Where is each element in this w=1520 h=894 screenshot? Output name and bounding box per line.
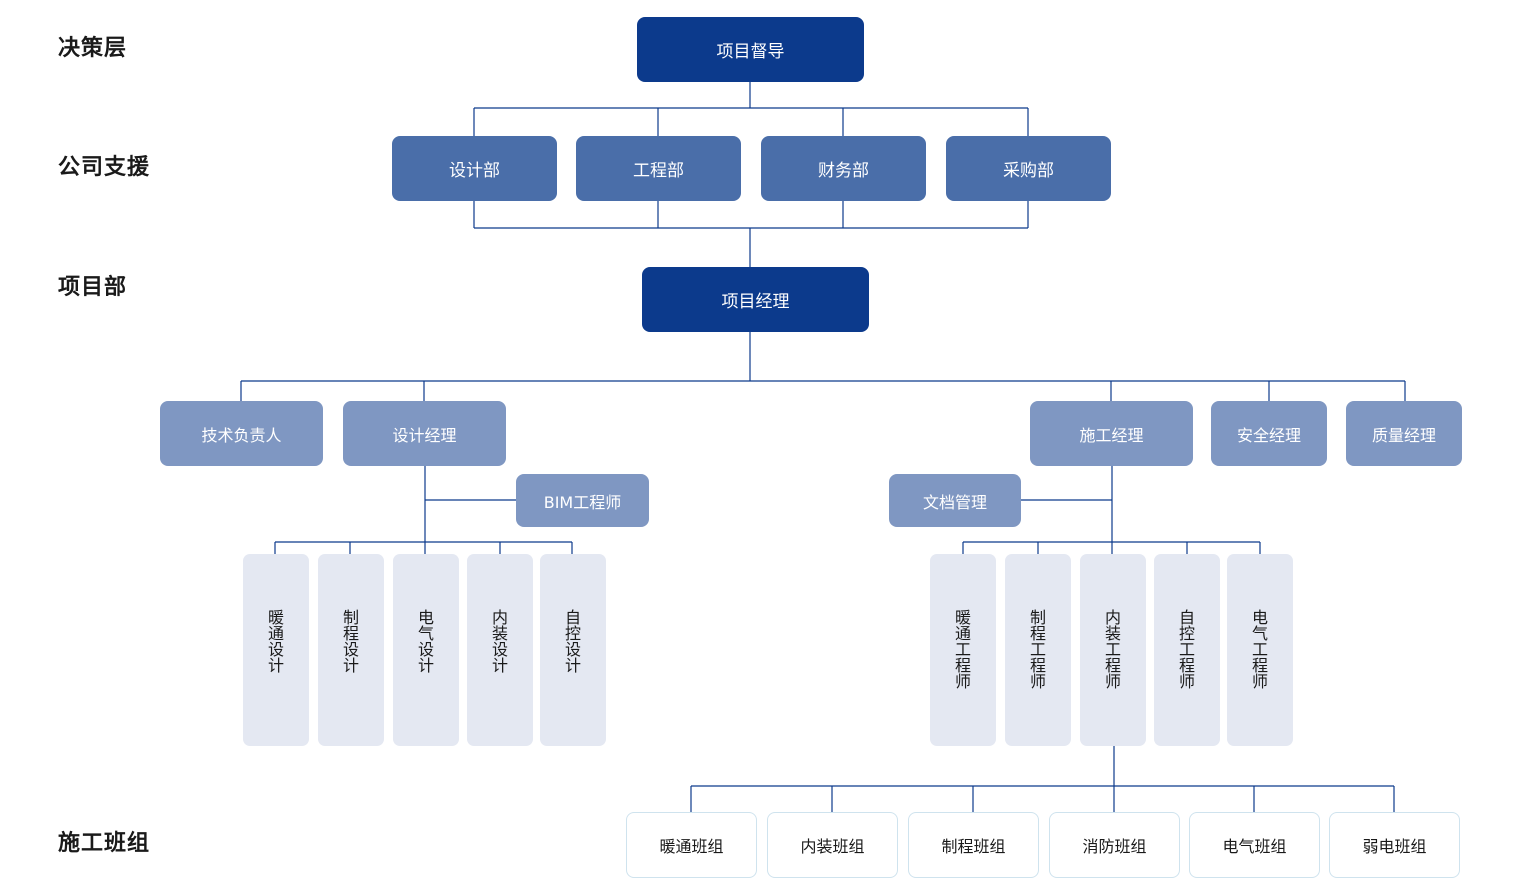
engineer-label: 内装工程师 bbox=[1105, 608, 1122, 691]
design-unit-label: 制程设计 bbox=[343, 608, 360, 675]
engineer-label: 暖通工程师 bbox=[955, 608, 972, 691]
level-label-construction: 施工班组 bbox=[58, 831, 151, 856]
tech-lead-node: 技术负责人 bbox=[160, 401, 323, 466]
design-unit-process: 制程设计 bbox=[318, 554, 384, 746]
team-process-node: 制程班组 bbox=[908, 812, 1039, 878]
safety-manager-node: 安全经理 bbox=[1211, 401, 1327, 466]
team-low-voltage-node: 弱电班组 bbox=[1329, 812, 1460, 878]
project-manager-node: 项目经理 bbox=[642, 267, 869, 332]
design-unit-electrical: 电气设计 bbox=[393, 554, 459, 746]
design-unit-label: 自控设计 bbox=[565, 608, 582, 675]
dept-engineering-node: 工程部 bbox=[576, 136, 741, 201]
engineer-label: 自控工程师 bbox=[1179, 608, 1196, 691]
engineer-process: 制程工程师 bbox=[1005, 554, 1071, 746]
team-fire-node: 消防班组 bbox=[1049, 812, 1180, 878]
team-interior-node: 内装班组 bbox=[767, 812, 898, 878]
bim-engineer-node: BIM工程师 bbox=[516, 474, 649, 527]
engineer-electrical: 电气工程师 bbox=[1227, 554, 1293, 746]
design-unit-label: 内装设计 bbox=[492, 608, 509, 675]
quality-manager-node: 质量经理 bbox=[1346, 401, 1462, 466]
engineer-hvac: 暖通工程师 bbox=[930, 554, 996, 746]
design-unit-label: 电气设计 bbox=[418, 608, 435, 675]
design-unit-label: 暖通设计 bbox=[268, 608, 285, 675]
document-management-node: 文档管理 bbox=[889, 474, 1021, 527]
design-manager-node: 设计经理 bbox=[343, 401, 506, 466]
level-label-support: 公司支援 bbox=[58, 155, 151, 180]
construction-manager-node: 施工经理 bbox=[1030, 401, 1193, 466]
dept-design-node: 设计部 bbox=[392, 136, 557, 201]
level-label-decision: 决策层 bbox=[58, 36, 128, 61]
dept-finance-node: 财务部 bbox=[761, 136, 926, 201]
engineer-control: 自控工程师 bbox=[1154, 554, 1220, 746]
design-unit-hvac: 暖通设计 bbox=[243, 554, 309, 746]
level-label-project: 项目部 bbox=[58, 275, 128, 300]
team-hvac-node: 暖通班组 bbox=[626, 812, 757, 878]
engineer-label: 电气工程师 bbox=[1252, 608, 1269, 691]
engineer-interior: 内装工程师 bbox=[1080, 554, 1146, 746]
design-unit-control: 自控设计 bbox=[540, 554, 606, 746]
design-unit-interior: 内装设计 bbox=[467, 554, 533, 746]
engineer-label: 制程工程师 bbox=[1030, 608, 1047, 691]
team-electrical-node: 电气班组 bbox=[1189, 812, 1320, 878]
dept-procurement-node: 采购部 bbox=[946, 136, 1111, 201]
supervisor-node: 项目督导 bbox=[637, 17, 864, 82]
